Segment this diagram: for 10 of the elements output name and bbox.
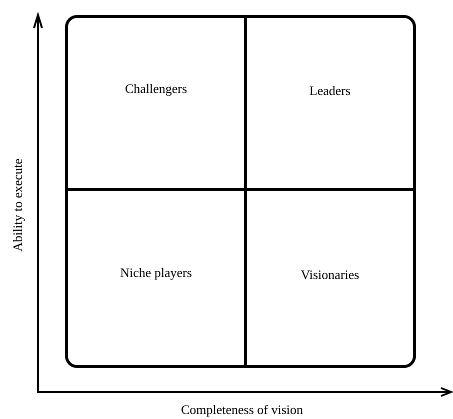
quadrant-box <box>65 188 247 368</box>
quadrant-box <box>244 15 416 191</box>
x-axis-label: Completeness of vision <box>180 402 304 418</box>
quadrant-label: Visionaries <box>300 267 360 283</box>
quadrant-label: Challengers <box>124 81 188 97</box>
quadrant-label: Leaders <box>308 83 352 99</box>
quadrant-box <box>244 188 416 368</box>
quadrant-label: Niche players <box>119 265 193 281</box>
y-axis-label: Ability to execute <box>10 158 26 252</box>
quadrant-box <box>65 15 247 191</box>
